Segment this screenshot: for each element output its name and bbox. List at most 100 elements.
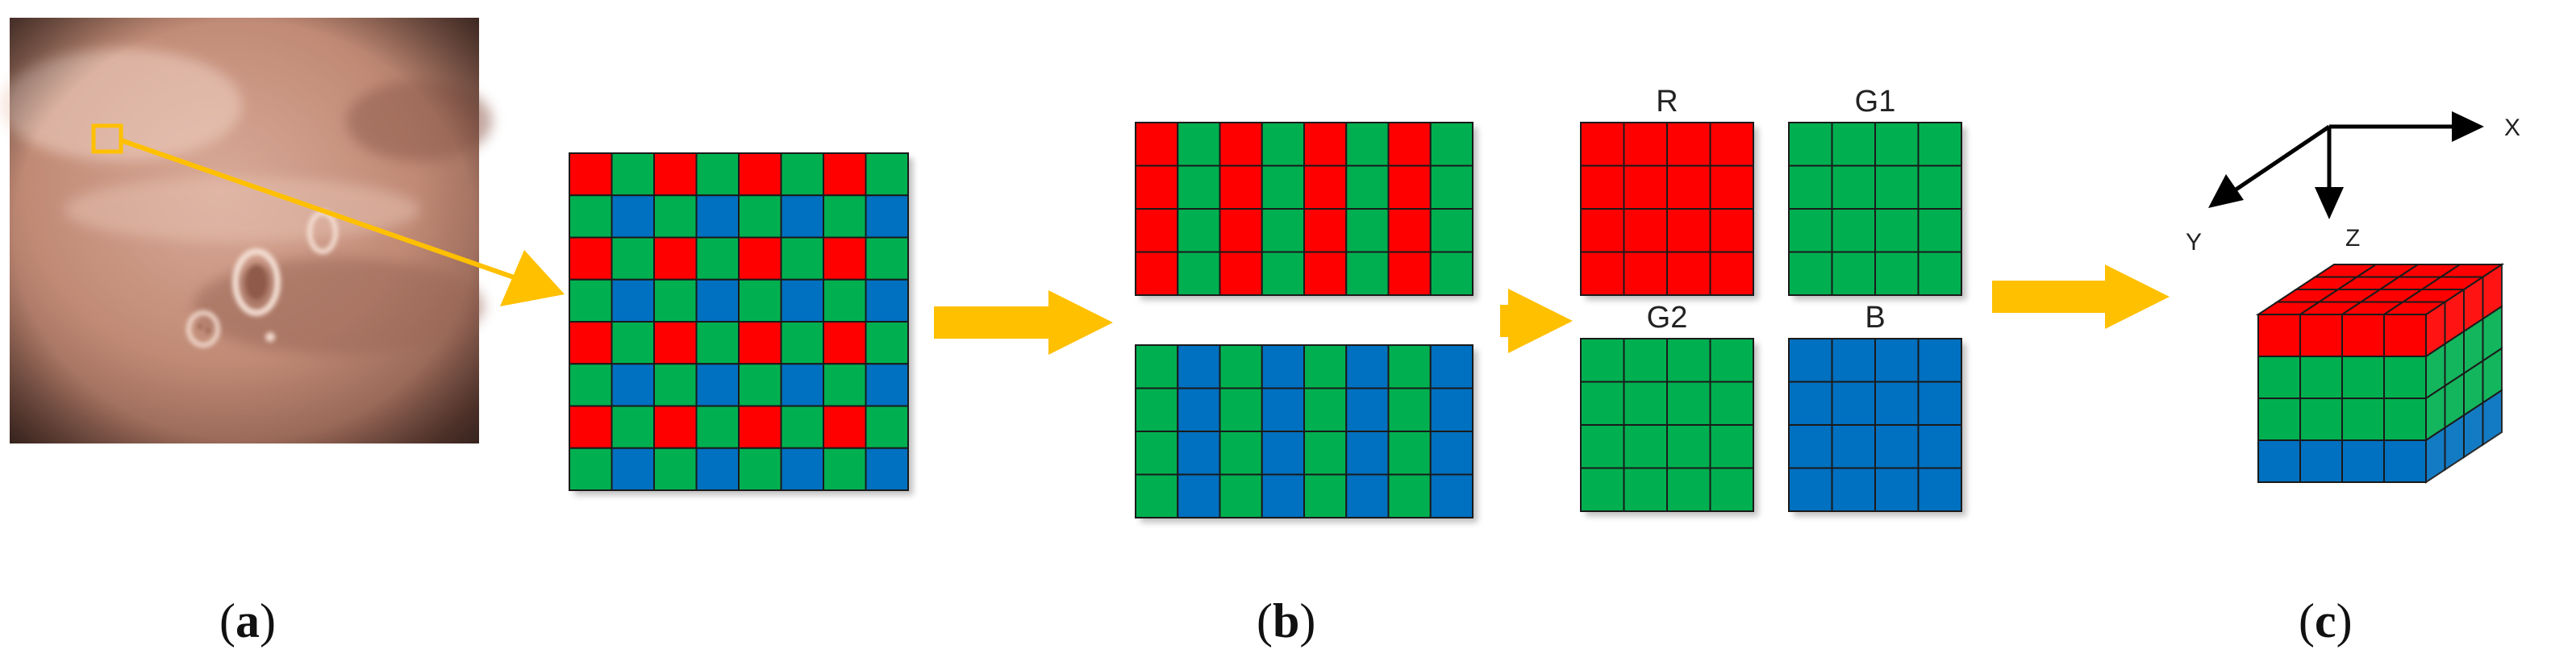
- roi-marker: [91, 123, 123, 154]
- split-bottom-cell: [1219, 473, 1263, 518]
- channel-g1-cell: [1831, 251, 1876, 296]
- channel-g2-cell: [1709, 381, 1754, 426]
- channel-g2-cell: [1623, 338, 1668, 383]
- mosaic-cell: [569, 363, 613, 407]
- channel-g2-cell: [1623, 467, 1668, 512]
- channel-g1-cell: [1788, 251, 1833, 296]
- mosaic-cell: [569, 447, 613, 491]
- split-bottom-cell: [1345, 473, 1390, 518]
- mosaic-cell: [865, 447, 909, 491]
- channel-b-cell: [1917, 467, 1962, 512]
- mosaic-cell: [823, 447, 867, 491]
- channel-g1-cell: [1917, 164, 1962, 210]
- split-top-cell: [1219, 122, 1263, 167]
- channel-g2: G2: [1580, 301, 1758, 516]
- channel-b-cell: [1874, 381, 1919, 426]
- split-bottom-cell: [1387, 473, 1432, 518]
- channel-g2-cell: [1666, 467, 1711, 512]
- split-bottom-cell: [1387, 344, 1432, 389]
- split-top-cell: [1219, 208, 1263, 253]
- channel-b-cell: [1917, 381, 1962, 426]
- channel-g2-cell: [1666, 338, 1711, 383]
- split-bottom-cell: [1261, 387, 1305, 432]
- mosaic-cell: [569, 278, 613, 323]
- channel-r-cell: [1623, 251, 1668, 296]
- split-bottom-cell: [1303, 431, 1348, 476]
- split-bottom-cell: [1429, 431, 1473, 476]
- split-top-cell: [1429, 208, 1473, 253]
- split-top-cell: [1345, 208, 1390, 253]
- mosaic-cell: [569, 236, 613, 281]
- split-bottom-cell: [1261, 431, 1305, 476]
- cube-front-cell: [2299, 398, 2343, 441]
- channel-g1-cell: [1831, 164, 1876, 210]
- mosaic-cell: [823, 405, 867, 449]
- split-bottom-cell: [1429, 344, 1473, 389]
- mosaic-cell: [738, 321, 782, 365]
- channel-g1-cell: [1917, 122, 1962, 167]
- split-top-cell: [1429, 164, 1473, 210]
- mosaic-cell: [611, 152, 655, 197]
- cube-front-cell: [2341, 356, 2385, 399]
- channel-r-cell: [1580, 208, 1625, 253]
- mosaic-cell: [865, 321, 909, 365]
- mosaic-cell: [780, 194, 824, 239]
- y-axis-label: Y: [2186, 229, 2202, 256]
- channel-g1-cell: [1831, 208, 1876, 253]
- mosaic-cell: [865, 278, 909, 323]
- split-top-cell: [1261, 251, 1305, 296]
- channel-g2-cell: [1580, 467, 1625, 512]
- split-bottom-cell: [1345, 344, 1390, 389]
- channel-b-cell: [1831, 467, 1876, 512]
- channel-r-cell: [1709, 251, 1754, 296]
- mosaic-cell: [823, 194, 867, 239]
- block-arrow: [934, 290, 1113, 355]
- mosaic-cell: [569, 194, 613, 239]
- mosaic-cell: [738, 447, 782, 491]
- channel-b-cell: [1788, 338, 1833, 383]
- split-top-cell: [1345, 164, 1390, 210]
- bayer-mosaic-grid: [569, 152, 913, 495]
- cube-front-cell: [2257, 398, 2301, 441]
- mosaic-cell: [653, 405, 698, 449]
- mosaic-cell: [780, 236, 824, 281]
- block-arrow: [1992, 264, 2170, 329]
- channel-g2-cell: [1709, 467, 1754, 512]
- channel-r-cell: [1666, 122, 1711, 167]
- channel-r-cell: [1623, 208, 1668, 253]
- channel-g1-cell: [1874, 122, 1919, 167]
- split-bottom-cell: [1177, 473, 1221, 518]
- channel-r-cell: [1666, 251, 1711, 296]
- channel-r-cell: [1580, 122, 1625, 167]
- split-top-cell: [1345, 251, 1390, 296]
- split-bottom-cell: [1219, 431, 1263, 476]
- mosaic-cell: [695, 447, 740, 491]
- channel-g1: G1: [1788, 85, 1966, 300]
- channel-b-cell: [1831, 381, 1876, 426]
- split-top-cell: [1135, 251, 1179, 296]
- cube-front-cell: [2299, 439, 2343, 483]
- mosaic-cell: [780, 321, 824, 365]
- mosaic-cell: [780, 447, 824, 491]
- x-axis-label: X: [2504, 114, 2520, 141]
- channel-g2-cell: [1709, 424, 1754, 469]
- mosaic-cell: [695, 152, 740, 197]
- endoscopy-image: [0, 18, 492, 443]
- mosaic-cell: [780, 278, 824, 323]
- split-top-cell: [1261, 122, 1305, 167]
- channel-b-cell: [1917, 424, 1962, 469]
- split-top-cell: [1387, 208, 1432, 253]
- channel-r-cell: [1709, 164, 1754, 210]
- channel-g1-cell: [1874, 164, 1919, 210]
- mosaic-cell: [611, 363, 655, 407]
- mosaic-cell: [653, 363, 698, 407]
- channel-g2-cell: [1580, 338, 1625, 383]
- split-bottom-cell: [1303, 344, 1348, 389]
- mosaic-cell: [695, 405, 740, 449]
- mosaic-cell: [738, 363, 782, 407]
- split-top-cell: [1387, 251, 1432, 296]
- channel-g1-cell: [1788, 164, 1833, 210]
- mosaic-cell: [569, 405, 613, 449]
- cube-front-cell: [2383, 398, 2427, 441]
